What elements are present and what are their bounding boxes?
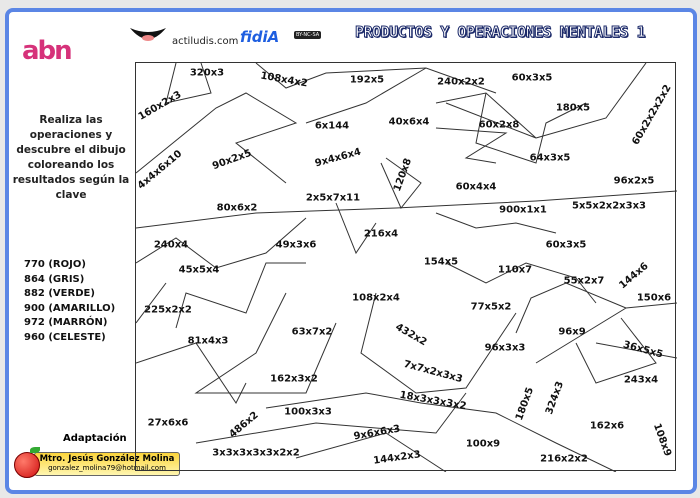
puzzle-piece-label: 216x2x2 (540, 453, 588, 465)
actiludis-logo: actiludis.com (128, 24, 238, 48)
puzzle-piece-label: 100x3x3 (284, 406, 332, 418)
author-email: gonzalez_molina79@hotmail.com (48, 464, 166, 472)
puzzle-piece-label: 27x6x6 (147, 417, 189, 429)
instructions: Realiza las operaciones y descubre el di… (12, 114, 130, 201)
puzzle-piece-label: 49x3x6 (275, 239, 317, 251)
key-item: 770 (ROJO) (24, 259, 86, 270)
puzzle-piece-label: 162x6 (589, 420, 625, 432)
puzzle-piece-label: 64x3x5 (529, 152, 571, 164)
puzzle-piece-label: 5x5x2x2x3x3 (572, 200, 646, 212)
puzzle-piece-label: 3x3x3x3x3x2x2 (212, 447, 300, 459)
puzzle-piece-label: 110x7 (497, 264, 533, 276)
puzzle-piece-label: 162x3x2 (270, 373, 318, 385)
fidia-logo: fidiA (240, 28, 280, 46)
puzzle-piece-label: 96x3x3 (484, 342, 526, 354)
puzzle-piece-label: 180x5 (555, 102, 591, 114)
puzzle-piece-label: 77x5x2 (470, 301, 512, 313)
author-badge: Mtro. Jesús González Molina gonzalez_mol… (34, 452, 180, 476)
puzzle-piece-label: 60x2x8 (478, 119, 520, 131)
puzzle-lines (136, 63, 677, 472)
puzzle-piece-label: 240x4 (153, 239, 189, 251)
puzzle-piece-label: 216x4 (363, 228, 399, 240)
leaf-icon (30, 447, 40, 453)
smile-icon (130, 28, 166, 41)
puzzle-piece-label: 80x6x2 (216, 202, 258, 214)
author-name: Mtro. Jesús González Molina (39, 454, 175, 464)
puzzle-piece-label: 320x3 (189, 67, 225, 79)
puzzle-piece-label: 96x9 (558, 326, 586, 338)
puzzle-drawing (135, 62, 677, 472)
page-title: PRODUCTOS Y OPERACIONES MENTALES 1 (354, 23, 646, 42)
puzzle-piece-label: 55x2x7 (563, 275, 605, 287)
key-item: 972 (MARRÓN) (24, 317, 108, 328)
puzzle-piece-label: 225x2x2 (144, 304, 192, 316)
color-key: 770 (ROJO) 864 (GRIS) 882 (VERDE) 900 (A… (24, 258, 115, 345)
puzzle-piece-label: 154x5 (423, 256, 459, 268)
puzzle-piece-label: 6x144 (314, 120, 350, 132)
key-item: 864 (GRIS) (24, 273, 85, 285)
key-item: 960 (CELESTE) (24, 331, 106, 343)
puzzle-piece-label: 40x6x4 (388, 116, 430, 128)
puzzle-piece-label: 60x3x5 (545, 239, 587, 251)
puzzle-piece-label: 45x5x4 (178, 264, 220, 276)
puzzle-piece-label: 150x6 (636, 292, 672, 304)
key-item: 882 (VERDE) (24, 288, 95, 299)
puzzle-piece-label: 60x3x5 (511, 72, 553, 84)
puzzle-piece-label: 192x5 (349, 74, 385, 86)
puzzle-piece-label: 81x4x3 (187, 335, 229, 347)
puzzle-piece-label: 900x1x1 (499, 204, 547, 216)
puzzle-piece-label: 60x4x4 (455, 181, 497, 193)
puzzle-piece-label: 96x2x5 (613, 175, 655, 187)
puzzle-piece-label: 2x5x7x11 (305, 192, 361, 204)
apple-icon (14, 452, 40, 478)
abn-logo: abn (22, 36, 73, 66)
puzzle-piece-label: 63x7x2 (291, 326, 333, 338)
worksheet (5, 8, 697, 494)
puzzle-piece-label: 240x2x2 (437, 76, 485, 88)
cc-license-badge: BY-NC-SA (294, 31, 322, 39)
adaptation-label: Adaptación (63, 433, 127, 444)
puzzle-piece-label: 100x9 (465, 438, 501, 450)
puzzle-piece-label: 243x4 (623, 374, 659, 386)
key-item: 900 (AMARILLO) (24, 302, 116, 314)
puzzle-piece-label: 108x2x4 (352, 292, 400, 304)
